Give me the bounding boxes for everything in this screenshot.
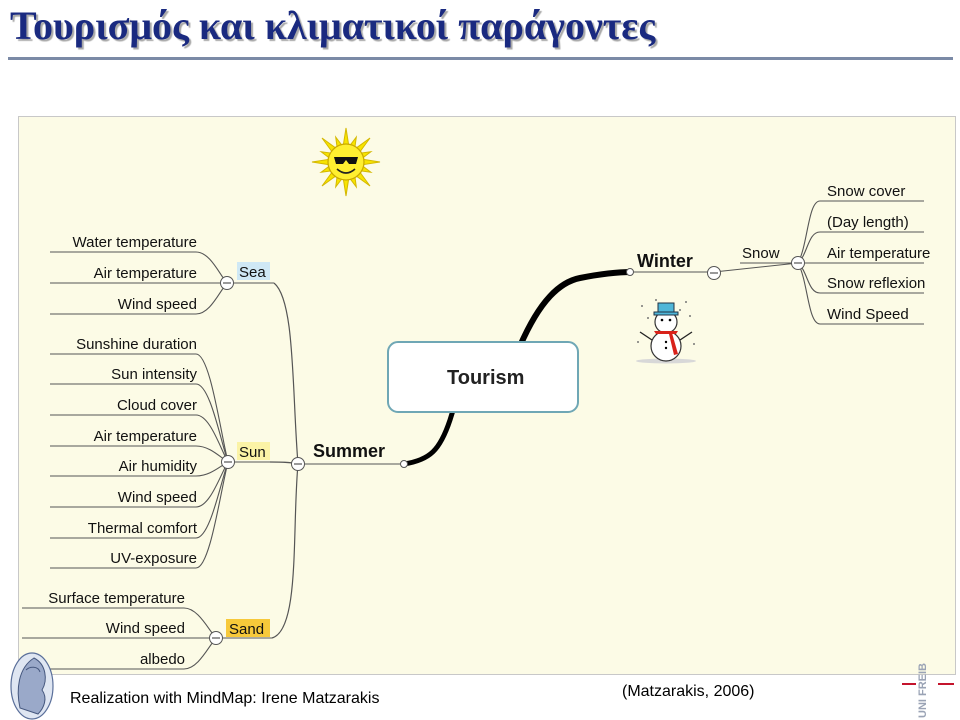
uni-freiburg-logo: UNI FREIB [902,663,954,718]
connector-snow-4 [797,262,924,325]
leaf-sun-4[interactable]: Air humidity [119,458,198,475]
leaf-sun-1[interactable]: Sun intensity [111,366,197,383]
leaf-sun-5[interactable]: Wind speed [118,489,197,506]
title-divider [8,57,953,60]
sand-label[interactable]: Sand [229,621,264,638]
sea-highlight [237,262,270,280]
leaf-sun-3[interactable]: Air temperature [94,428,197,445]
winter-label[interactable]: Winter [637,251,693,271]
leaf-sand-1[interactable]: Wind speed [106,620,185,637]
branch-line-winter [517,269,633,348]
leaf-sun-6[interactable]: Thermal comfort [88,520,198,537]
sun-highlight [237,442,270,460]
connector-sun-7 [50,461,229,569]
leaf-snow-2[interactable]: Air temperature [827,245,930,262]
connector-sun-1 [50,383,229,463]
leaf-snow-1[interactable]: (Day length) [827,214,909,231]
snow-label[interactable]: Snow [742,245,780,262]
sun-label[interactable]: Sun [239,444,266,461]
winter-end-dot [626,268,634,276]
sun-icon [311,127,381,197]
connector-sand-2 [22,637,217,670]
connector-sun-6 [50,461,229,539]
center-node-label: Tourism [447,367,524,389]
center-node-box[interactable] [387,341,579,413]
leaf-sun-2[interactable]: Cloud cover [117,397,197,414]
sea-label[interactable]: Sea [239,264,266,281]
leaf-snow-0[interactable]: Snow cover [827,183,905,200]
credit-text: Realization with MindMap: Irene Matzarak… [70,690,380,707]
collapse-toggle-sea[interactable] [220,276,234,290]
uni-freiburg-logo-text: UNI FREIB [917,663,929,718]
collapse-toggle-snow[interactable] [791,256,805,270]
sand-highlight [226,619,270,637]
leaf-sand-2[interactable]: albedo [140,651,185,668]
collapse-toggle-sun[interactable] [221,455,235,469]
connector-snow-0 [797,200,924,264]
leaf-sea-0[interactable]: Water temperature [73,234,198,251]
leaf-snow-4[interactable]: Wind Speed [827,306,909,323]
underline-snow [713,262,799,273]
connector-summer-sand [271,463,299,639]
summer-label[interactable]: Summer [313,441,385,461]
connector-summer-sea [273,282,299,465]
leaf-snow-3[interactable]: Snow reflexion [827,275,925,292]
snowman-icon [636,299,696,364]
connector-sun-0 [50,353,229,463]
summer-end-dot [400,460,408,468]
citation-text: (Matzarakis, 2006) [622,683,755,700]
slide-title: Τουρισμός και κλιματικοί παράγοντες [10,3,656,48]
leaf-sun-7[interactable]: UV-exposure [110,550,197,567]
collapse-toggle-summer[interactable] [291,457,305,471]
leaf-sand-0[interactable]: Surface temperature [48,590,185,607]
collapse-toggle-winter[interactable] [707,266,721,280]
university-seal-logo [10,652,54,720]
leaf-sea-2[interactable]: Wind speed [118,296,197,313]
collapse-toggle-sand[interactable] [209,631,223,645]
leaf-sun-0[interactable]: Sunshine duration [76,336,197,353]
leaf-sea-1[interactable]: Air temperature [94,265,197,282]
